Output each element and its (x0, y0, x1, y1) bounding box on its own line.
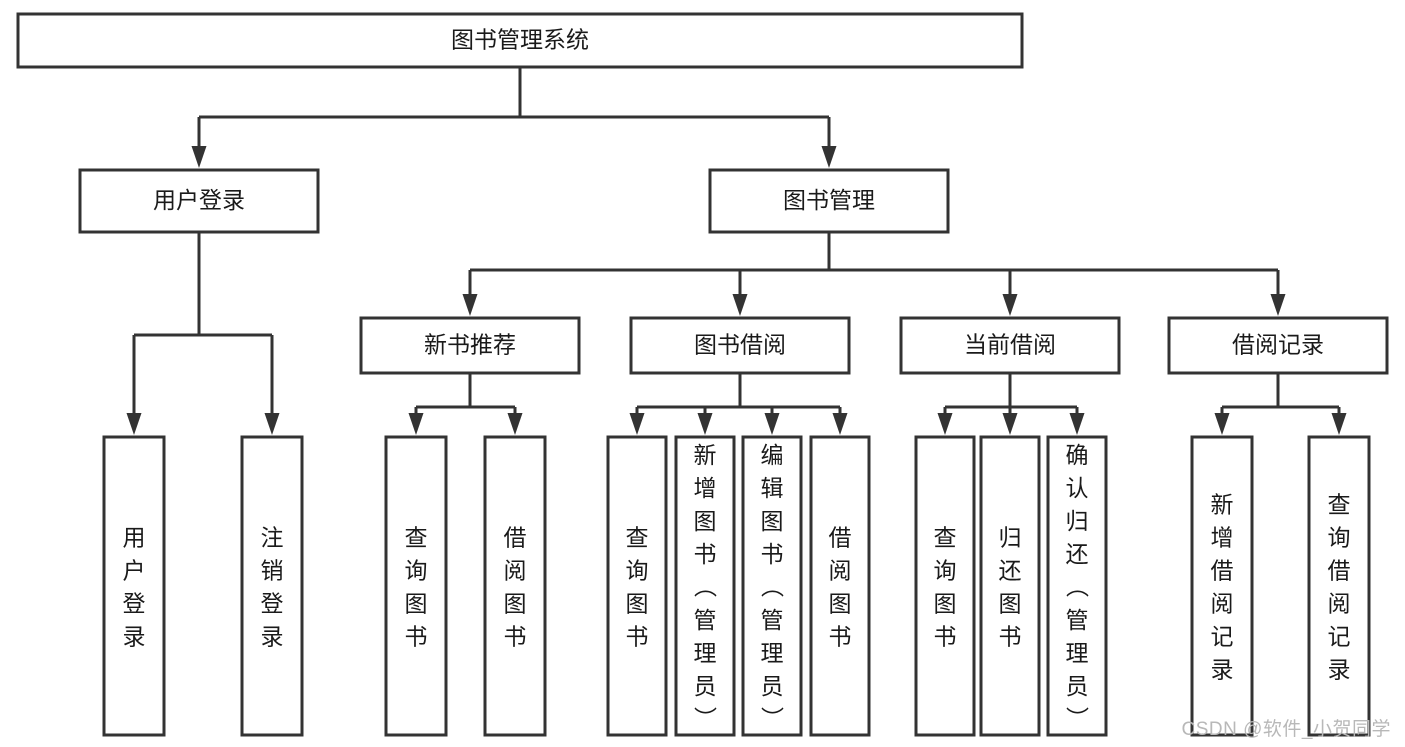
node-label: 新增图书（管理员） (694, 442, 718, 732)
arrow-head-icon (764, 413, 780, 435)
arrow-head-icon (1214, 413, 1230, 435)
node-layer: 图书管理系统用户登录图书管理新书推荐图书借阅当前借阅借阅记录用户登录注销登录查询… (16, 12, 1389, 737)
node-box (16, 12, 1024, 69)
arrow-head-icon (1002, 413, 1018, 435)
node-l3-newbook-1[interactable]: 查询图书 (384, 435, 448, 737)
arrow-head-icon (1331, 413, 1347, 435)
node-box (240, 435, 304, 737)
node-label: 归还图书 (999, 525, 1022, 650)
node-box (629, 316, 851, 375)
node-l3-login-2[interactable]: 注销登录 (240, 435, 304, 737)
node-l2-current[interactable]: 当前借阅 (899, 316, 1121, 375)
connector-group (191, 67, 837, 168)
arrow-head-icon (1002, 294, 1018, 316)
node-box (979, 435, 1041, 737)
arrow-head-icon (629, 413, 645, 435)
node-box (1046, 435, 1108, 737)
node-label: 借阅图书 (504, 525, 527, 650)
arrow-head-icon (732, 294, 748, 316)
node-l3-borrow-3[interactable]: 编辑图书（管理员） (741, 435, 803, 737)
node-l3-current-2[interactable]: 归还图书 (979, 435, 1041, 737)
node-box (899, 316, 1121, 375)
connector-group (126, 232, 280, 435)
arrow-head-icon (937, 413, 953, 435)
node-label: 查询图书 (405, 525, 428, 650)
node-l2-newbook[interactable]: 新书推荐 (359, 316, 581, 375)
node-label: 确认归还（管理员） (1066, 442, 1090, 732)
node-box (384, 435, 448, 737)
node-label: 新书推荐 (424, 332, 516, 358)
node-l2-record[interactable]: 借阅记录 (1167, 316, 1389, 375)
arrow-head-icon (1069, 413, 1085, 435)
connector-group (1214, 373, 1347, 435)
node-label: 用户登录 (123, 525, 146, 650)
arrow-head-icon (697, 413, 713, 435)
node-box (606, 435, 668, 737)
node-label: 查询借阅记录 (1328, 492, 1351, 683)
connector-group (408, 373, 523, 435)
connector-layer (126, 67, 1347, 435)
node-box (359, 316, 581, 375)
node-label: 借阅图书 (829, 525, 852, 650)
node-box (809, 435, 871, 737)
node-l3-record-1[interactable]: 新增借阅记录 (1190, 435, 1254, 737)
arrow-head-icon (408, 413, 424, 435)
node-label: 当前借阅 (964, 332, 1056, 358)
node-root[interactable]: 图书管理系统 (16, 12, 1024, 69)
node-box (1190, 435, 1254, 737)
arrow-head-icon (126, 413, 142, 435)
node-l1-book[interactable]: 图书管理 (708, 168, 950, 234)
node-label: 查询图书 (626, 525, 649, 650)
node-label: 图书管理系统 (451, 27, 589, 53)
node-label: 用户登录 (153, 187, 245, 213)
node-l3-borrow-1[interactable]: 查询图书 (606, 435, 668, 737)
node-box (483, 435, 547, 737)
node-l3-login-1[interactable]: 用户登录 (102, 435, 166, 737)
node-label: 新增借阅记录 (1211, 492, 1234, 683)
arrow-head-icon (462, 294, 478, 316)
node-label: 编辑图书（管理员） (761, 442, 785, 732)
arrow-head-icon (264, 413, 280, 435)
connector-group (937, 373, 1085, 435)
node-label: 查询图书 (934, 525, 957, 650)
node-l1-login[interactable]: 用户登录 (78, 168, 320, 234)
arrow-head-icon (1270, 294, 1286, 316)
arrow-head-icon (821, 146, 837, 168)
node-box (741, 435, 803, 737)
node-l3-record-2[interactable]: 查询借阅记录 (1307, 435, 1371, 737)
arrow-head-icon (507, 413, 523, 435)
node-box (78, 168, 320, 234)
watermark-text: CSDN @软件_小贺同学 (1181, 719, 1391, 740)
node-l3-current-3[interactable]: 确认归还（管理员） (1046, 435, 1108, 737)
node-l3-borrow-2[interactable]: 新增图书（管理员） (674, 435, 736, 737)
arrow-head-icon (191, 146, 207, 168)
node-box (1167, 316, 1389, 375)
node-l3-borrow-4[interactable]: 借阅图书 (809, 435, 871, 737)
connector-group (462, 232, 1286, 316)
node-box (708, 168, 950, 234)
node-box (1307, 435, 1371, 737)
node-label: 注销登录 (261, 525, 284, 650)
node-box (914, 435, 976, 737)
node-l3-newbook-2[interactable]: 借阅图书 (483, 435, 547, 737)
node-box (102, 435, 166, 737)
connector-group (629, 373, 848, 435)
node-l2-borrow[interactable]: 图书借阅 (629, 316, 851, 375)
node-label: 图书借阅 (694, 332, 786, 358)
node-label: 图书管理 (783, 187, 875, 213)
node-l3-current-1[interactable]: 查询图书 (914, 435, 976, 737)
node-box (674, 435, 736, 737)
arrow-head-icon (832, 413, 848, 435)
node-label: 借阅记录 (1232, 332, 1324, 358)
